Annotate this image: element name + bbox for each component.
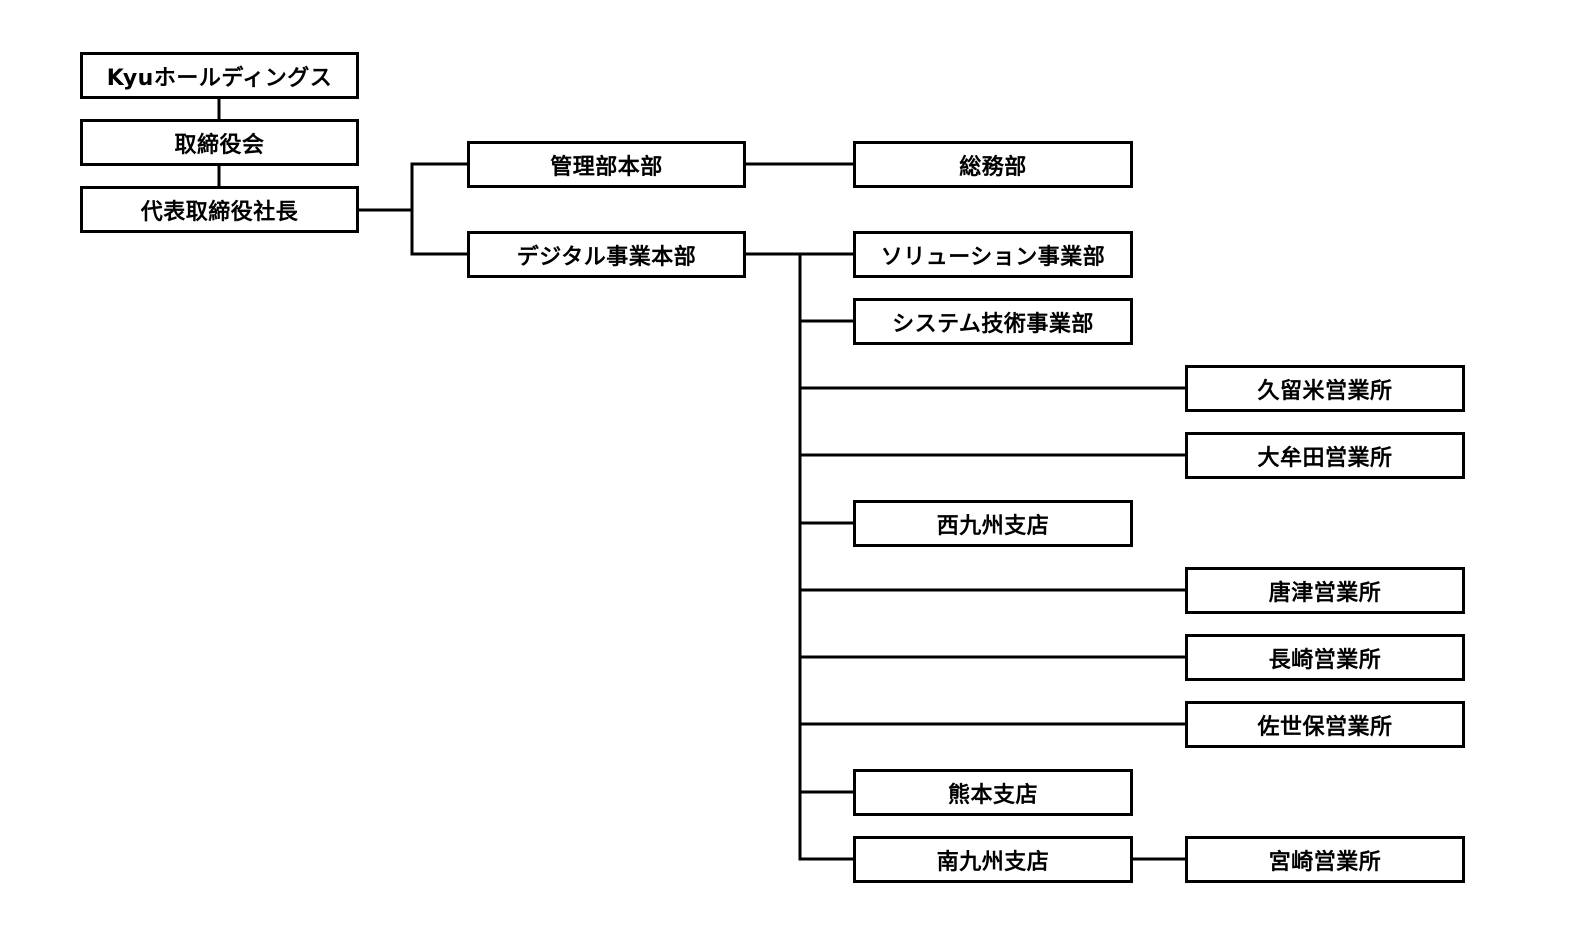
- node-kurume-label: 久留米営業所: [1257, 378, 1393, 404]
- node-miyazaki-label: 宮崎営業所: [1268, 849, 1382, 875]
- node-nagasaki-label: 長崎営業所: [1268, 647, 1382, 673]
- node-sasebo-label: 佐世保営業所: [1257, 714, 1393, 740]
- node-kanri-honbu-label: 管理部本部: [550, 154, 663, 180]
- node-nishikyushu: 西九州支店: [853, 500, 1133, 547]
- node-digital-honbu: デジタル事業本部: [467, 231, 746, 278]
- node-somu: 総務部: [853, 141, 1133, 188]
- node-sasebo: 佐世保営業所: [1185, 701, 1465, 748]
- node-omuta-label: 大牟田営業所: [1257, 445, 1393, 471]
- node-kurume: 久留米営業所: [1185, 365, 1465, 412]
- node-solution: ソリューション事業部: [853, 231, 1133, 278]
- node-kumamoto: 熊本支店: [853, 769, 1133, 816]
- node-nishikyushu-label: 西九州支店: [936, 513, 1050, 539]
- node-holdings: Kyuホールディングス: [80, 52, 359, 99]
- node-president-label: 代表取締役社長: [140, 199, 299, 225]
- node-kumamoto-label: 熊本支店: [947, 782, 1038, 808]
- node-miyazaki: 宮崎営業所: [1185, 836, 1465, 883]
- node-somu-label: 総務部: [959, 154, 1027, 180]
- node-karatsu: 唐津営業所: [1185, 567, 1465, 614]
- node-omuta: 大牟田営業所: [1185, 432, 1465, 479]
- node-board-label: 取締役会: [174, 132, 265, 158]
- node-president: 代表取締役社長: [80, 186, 359, 233]
- node-board: 取締役会: [80, 119, 359, 166]
- node-system-label: システム技術事業部: [892, 311, 1094, 337]
- node-system: システム技術事業部: [853, 298, 1133, 345]
- node-solution-label: ソリューション事業部: [880, 244, 1106, 270]
- node-digital-honbu-label: デジタル事業本部: [516, 244, 697, 270]
- node-karatsu-label: 唐津営業所: [1268, 580, 1382, 606]
- node-nagasaki: 長崎営業所: [1185, 634, 1465, 681]
- node-kanri-honbu: 管理部本部: [467, 141, 746, 188]
- node-minamikyushu-label: 南九州支店: [936, 849, 1050, 875]
- node-holdings-label: Kyuホールディングス: [106, 65, 333, 91]
- node-minamikyushu: 南九州支店: [853, 836, 1133, 883]
